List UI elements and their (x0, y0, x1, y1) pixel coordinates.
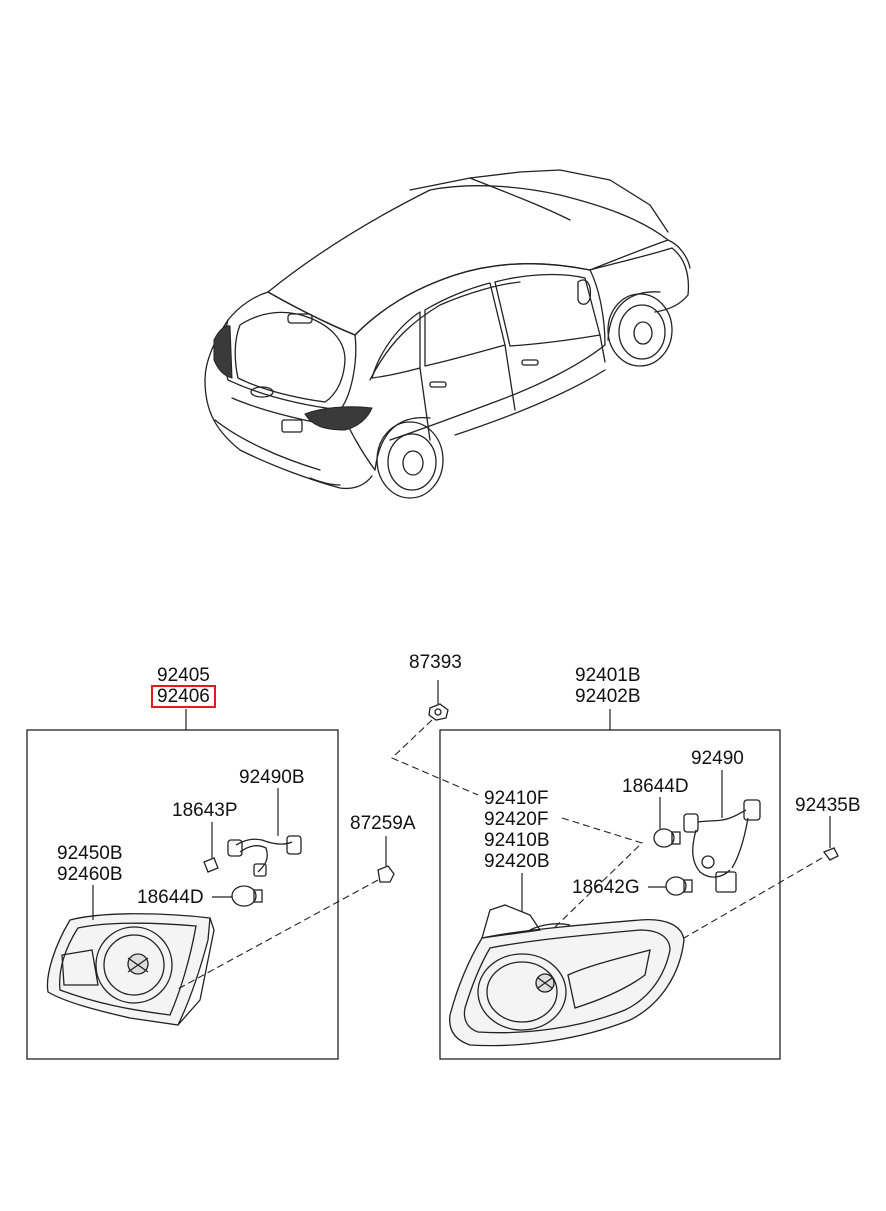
dash-outer-screw (683, 857, 823, 939)
outer-socket-wiring-drawing (683, 799, 761, 893)
inner-bulb-large-drawing (231, 885, 263, 907)
label-outer-lens-3[interactable]: 92410B (484, 830, 550, 851)
retainer-top-drawing (428, 703, 449, 721)
inner-socket-wiring-drawing (227, 835, 302, 877)
label-inner-lens-housing-1[interactable]: 92450B (57, 843, 123, 864)
outer-screw-drawing (822, 847, 839, 861)
inner-lens-housing-drawing (46, 913, 215, 1026)
vehicle-tail-lamp-right (304, 406, 373, 431)
label-outer-lens-1[interactable]: 92410F (484, 788, 549, 809)
label-outer-bulb-1[interactable]: 18644D (622, 776, 689, 797)
outer-bulb-2-drawing (665, 876, 693, 896)
label-outer-lamp-assy-1[interactable]: 92401B (575, 665, 641, 686)
inner-retainer-drawing (377, 865, 395, 883)
label-outer-lamp-assy-2[interactable]: 92402B (575, 686, 641, 707)
label-outer-lens-2[interactable]: 92420F (484, 809, 549, 830)
label-outer-socket-wiring[interactable]: 92490 (691, 748, 744, 769)
outer-lens-drawing (449, 904, 685, 1047)
dash-retainer-to-lens (391, 719, 479, 796)
label-outer-screw[interactable]: 92435B (795, 795, 861, 816)
dash-outer-lens (551, 817, 644, 931)
inner-lamp-box (26, 729, 339, 1060)
label-inner-lens-housing-2[interactable]: 92460B (57, 864, 123, 885)
inner-bulb-small-drawing (203, 857, 219, 873)
label-inner-socket-wiring[interactable]: 92490B (239, 767, 305, 788)
label-outer-bulb-2[interactable]: 18642G (572, 877, 640, 898)
label-inner-lamp-assy-1[interactable]: 92405 (157, 665, 210, 686)
outer-bulb-1-drawing (653, 828, 681, 848)
label-retainer-top[interactable]: 87393 (409, 652, 462, 673)
dash-inner-retainer (175, 879, 379, 991)
label-inner-lamp-assy-2-highlighted[interactable]: 92406 (151, 685, 216, 708)
vehicle-tail-lamp-left (213, 325, 233, 379)
label-inner-bulb-small[interactable]: 18643P (172, 800, 238, 821)
label-inner-bulb-large[interactable]: 18644D (137, 887, 204, 908)
vehicle-illustration (204, 169, 691, 499)
label-inner-retainer[interactable]: 87259A (350, 813, 416, 834)
label-outer-lens-4[interactable]: 92420B (484, 851, 550, 872)
